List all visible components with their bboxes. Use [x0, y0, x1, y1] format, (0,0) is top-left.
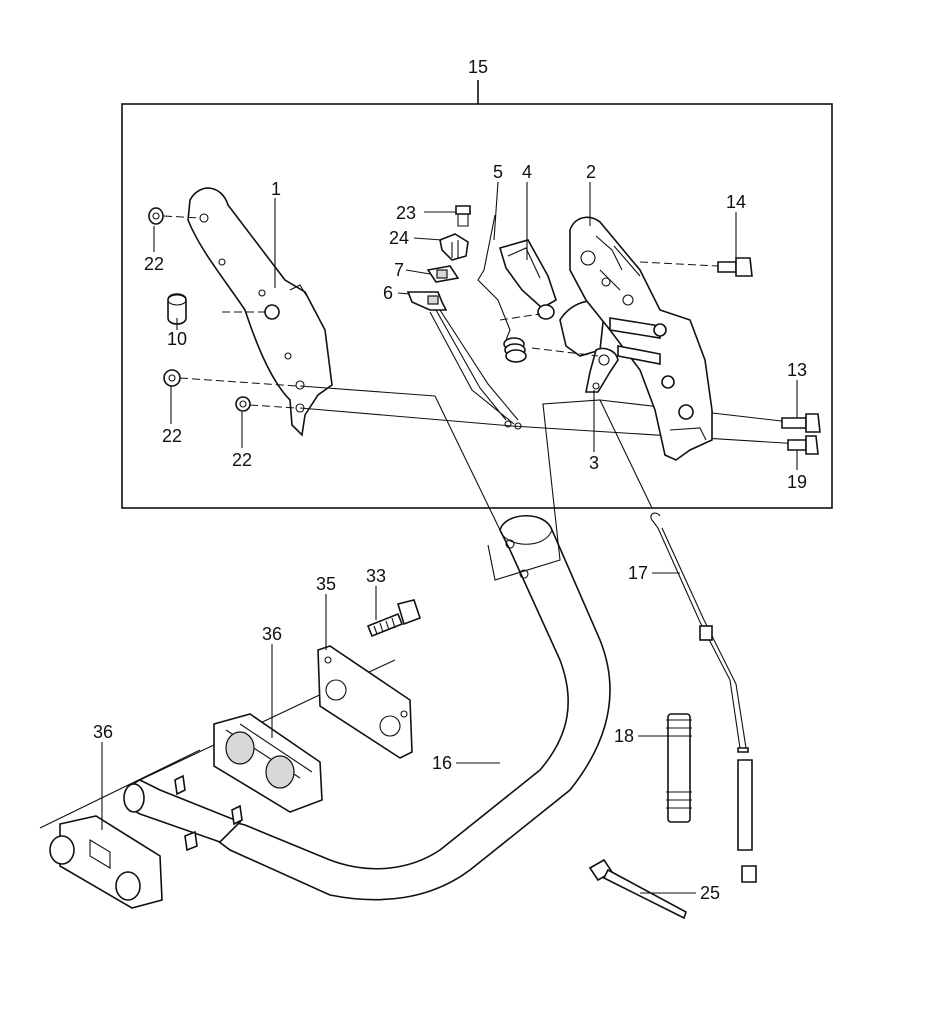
part-2-handle-half: [569, 216, 713, 461]
callout-22-lower: 22: [232, 450, 252, 470]
part-5-spring: [477, 214, 527, 363]
part-23-screw: [455, 205, 471, 227]
part-22-nut-middle: [163, 369, 297, 387]
part-25-cable-tie: [588, 858, 687, 920]
callout-25: 25: [700, 883, 720, 903]
callout-33: 33: [366, 566, 386, 586]
callout-5: 5: [493, 162, 503, 182]
callout-1: 1: [271, 179, 281, 199]
part-3-throttle-trigger: [531, 300, 619, 393]
callout-13: 13: [787, 360, 807, 380]
part-16-loop-handle: [208, 515, 611, 901]
callout-18: 18: [614, 726, 634, 746]
callout-19: 19: [787, 472, 807, 492]
callout-4: 4: [522, 162, 532, 182]
callout-17: 17: [628, 563, 648, 583]
callout-14: 14: [726, 192, 746, 212]
callout-3: 3: [589, 453, 599, 473]
part-13-screw: [781, 413, 821, 433]
leader-lines: [101, 181, 798, 894]
part-36-clamp-upper: [213, 713, 323, 813]
part-35-plate: [317, 645, 413, 759]
part-4-lever: [499, 239, 557, 321]
callout-36-lower: 36: [93, 722, 113, 742]
callout-22-middle: 22: [162, 426, 182, 446]
part-33-bolt: [366, 599, 422, 638]
part-22-nut-top: [148, 207, 201, 225]
callout-2: 2: [586, 162, 596, 182]
callout-10: 10: [167, 329, 187, 349]
callout-16: 16: [432, 753, 452, 773]
callout-35: 35: [316, 574, 336, 594]
handlebar-tube: [39, 659, 396, 852]
part-19-screw: [787, 435, 819, 455]
part-6-switch-with-wires: [406, 291, 522, 430]
callout-24: 24: [389, 228, 409, 248]
part-24-switch-cap: [439, 233, 469, 261]
callout-36-upper: 36: [262, 624, 282, 644]
part-14-screw: [639, 257, 753, 277]
part-10-bushing: [167, 293, 266, 325]
part-18-spring-sleeve: [666, 713, 692, 823]
callout-22-top: 22: [144, 254, 164, 274]
assembly-frame-15: [121, 80, 833, 509]
callout-15: 15: [468, 57, 488, 77]
callout-7: 7: [394, 260, 404, 280]
part-22-nut-lower: [235, 396, 297, 412]
callout-23: 23: [396, 203, 416, 223]
part-17-throttle-cable: [650, 512, 757, 883]
part-36-clamp-lower: [49, 815, 163, 909]
callout-6: 6: [383, 283, 393, 303]
callout-labels: 15 1 2 3 4 5 6 7 10 13 14 16 17 18 19 22…: [93, 57, 807, 903]
part-7-clip: [426, 265, 460, 283]
